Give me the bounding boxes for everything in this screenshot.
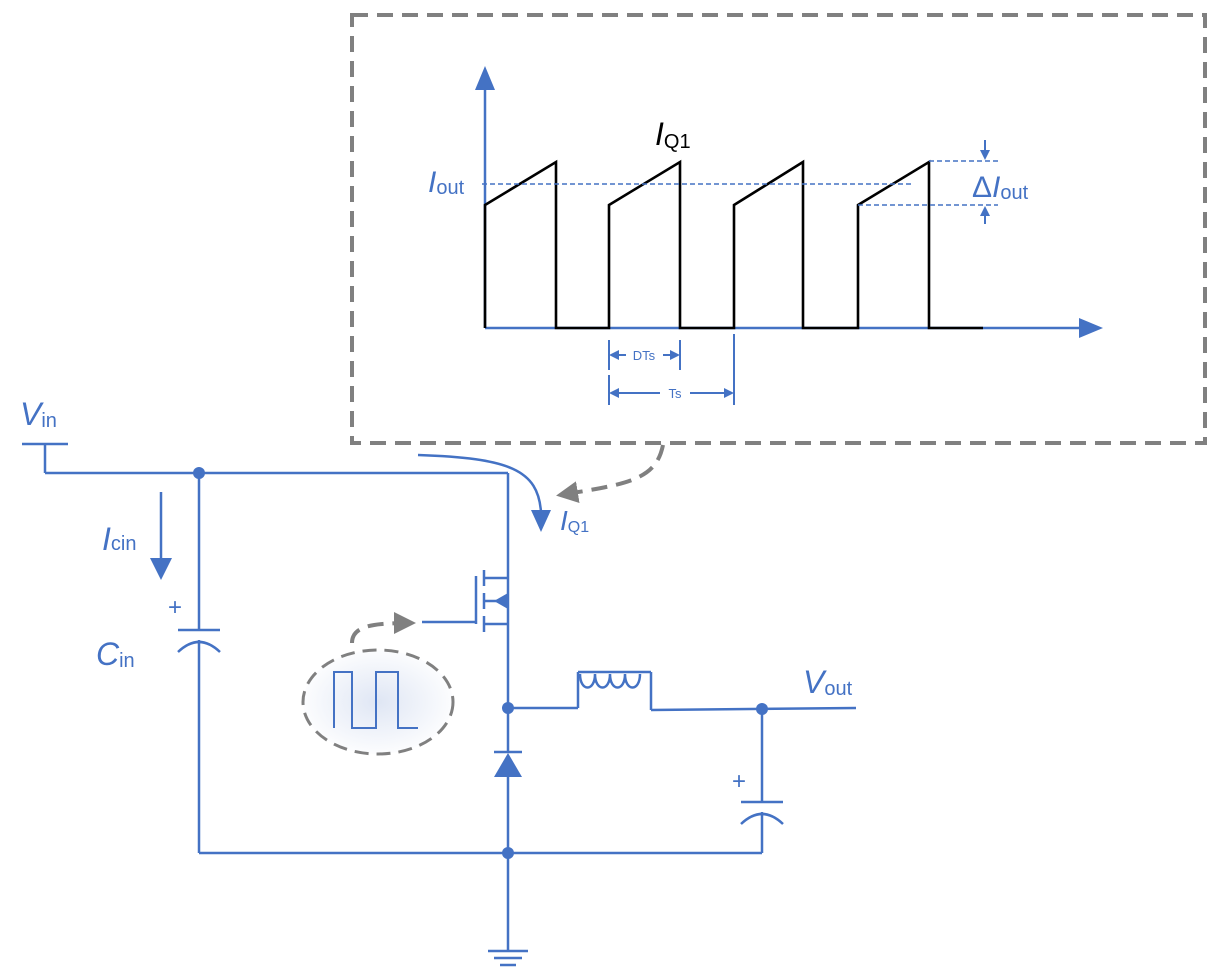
iq1-arrowhead-icon [531,510,551,532]
output-wire [650,706,857,712]
x-axis-arrow-icon [1079,318,1103,338]
ground-icon [488,949,528,967]
iq1-label: IQ1 [560,505,589,536]
cin-label: Cin [96,636,135,672]
gate-signal-bubble [301,648,455,756]
icin-label: Icin [102,521,136,557]
inset-frame [350,13,1207,445]
ts-label: Ts [669,386,683,401]
cin-plus-label: + [168,594,182,621]
y-axis-arrow-icon [475,66,495,90]
cout-plus-label: + [732,768,746,795]
delta-iout-label: ΔIout [972,171,1029,204]
dts-label: DTs [633,348,656,363]
callout-arrow-icon [556,444,665,503]
vout-label: Vout [803,664,853,700]
graph-iout-label: Iout [428,166,465,199]
output-capacitor-icon [740,709,784,853]
iq1-current-arrow-icon [417,453,543,513]
diode-icon [494,708,522,853]
pulse-train-icon [333,671,418,729]
gate-signal-arrow-icon [350,612,416,644]
iq1-waveform [483,159,983,330]
vin-label: Vin [20,396,57,432]
mosfet-icon [422,570,510,708]
inductor-icon [576,670,653,710]
graph-iq1-label: IQ1 [655,116,691,153]
icin-arrowhead-icon [150,558,172,580]
input-capacitor-icon [177,473,221,853]
